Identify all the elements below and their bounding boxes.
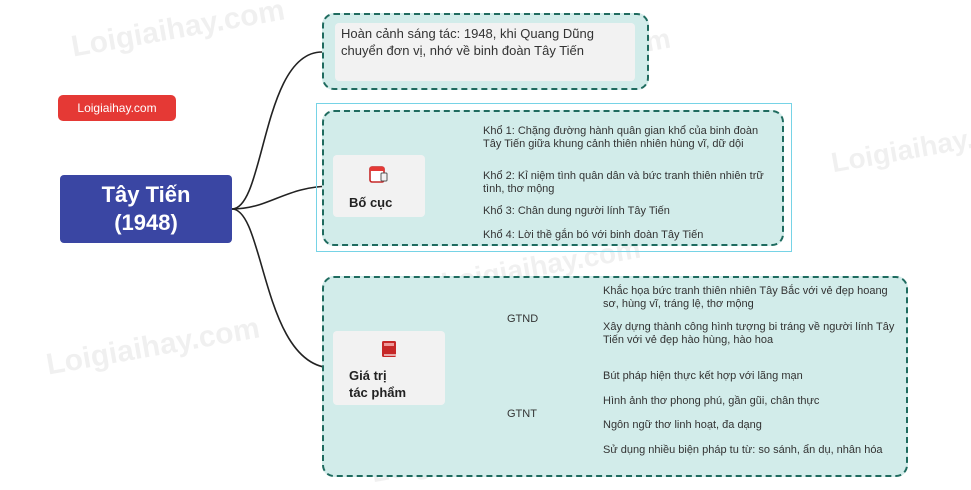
gtnd-label: GTND xyxy=(507,313,539,325)
book-icon xyxy=(382,341,396,357)
gtnd-item-1: Khắc họa bức tranh thiên nhiên Tây Bắc v… xyxy=(603,285,888,310)
giatri-node: Giá trị tác phẩm xyxy=(333,331,445,405)
gtnt-label: GTNT xyxy=(507,408,537,420)
gtnt-item-3: Ngôn ngữ thơ linh hoạt, đa dạng xyxy=(603,419,762,431)
giatri-label-line2: tác phẩm xyxy=(349,385,407,400)
bocuc-item-1: Khổ 1: Chặng đường hành quân gian khổ củ… xyxy=(483,125,759,150)
bocuc-node: Bố cục xyxy=(333,155,425,217)
calendar-icon xyxy=(369,166,388,183)
brand-badge[interactable]: Loigiaihay.com xyxy=(58,95,176,121)
context-text: Hoàn cảnh sáng tác: 1948, khi Quang Dũng… xyxy=(335,23,635,81)
root-node: Tây Tiến (1948) xyxy=(60,175,232,243)
gtnt-item-1: Bút pháp hiện thực kết hợp với lãng mạn xyxy=(603,370,803,382)
bocuc-item-4: Khổ 4: Lời thề gắn bó với binh đoàn Tây … xyxy=(483,229,704,241)
gtnt-item-2: Hình ảnh thơ phong phú, gần gũi, chân th… xyxy=(603,395,820,407)
bocuc-frame xyxy=(316,103,792,252)
root-title: Tây Tiến xyxy=(101,182,191,207)
giatri-label: Giá trị tác phẩm xyxy=(349,367,406,401)
bocuc-item-3: Khổ 3: Chân dung người lính Tây Tiến xyxy=(483,205,670,217)
context-panel: Hoàn cảnh sáng tác: 1948, khi Quang Dũng… xyxy=(322,13,649,90)
gtnd-item-2: Xây dựng thành công hình tượng bi tráng … xyxy=(603,321,895,346)
giatri-label-line1: Giá trị xyxy=(349,368,387,383)
bocuc-label: Bố cục xyxy=(349,195,393,210)
gtnt-item-4: Sử dụng nhiều biện pháp tu từ: so sánh, … xyxy=(603,444,883,456)
root-year: (1948) xyxy=(114,210,178,235)
bocuc-item-2: Khổ 2: Kỉ niệm tình quân dân và bức tran… xyxy=(483,170,764,195)
